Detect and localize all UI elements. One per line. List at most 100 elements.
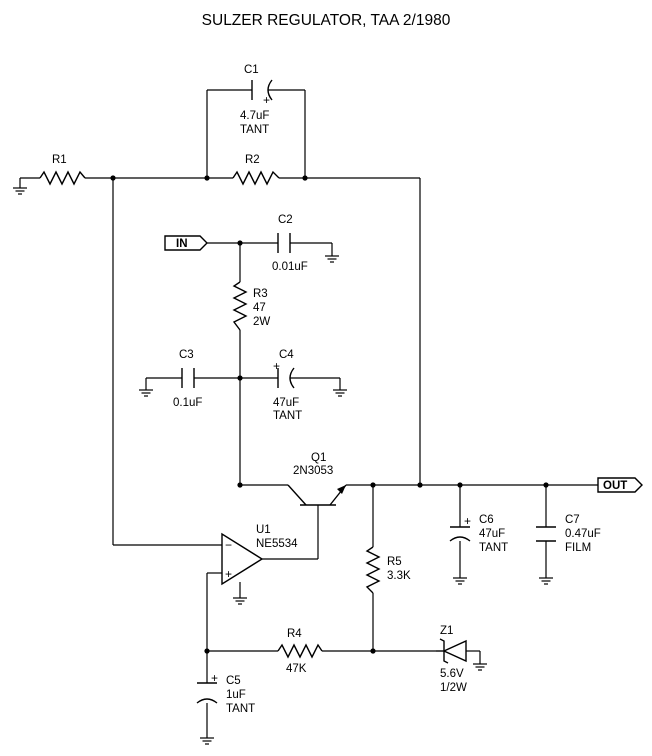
junction-dot	[204, 648, 210, 654]
capacitor-c3: C3 0.1uF	[173, 349, 202, 409]
capacitor-c1: + C1 4.7uF TANT	[240, 64, 273, 136]
junction-dot	[237, 240, 243, 246]
ground-symbols	[13, 187, 553, 745]
ground-icon	[333, 389, 347, 397]
ground-icon	[13, 187, 27, 195]
c1-ref-label: C1	[244, 64, 259, 76]
c7-value-label: 0.47uF	[565, 528, 601, 540]
z1-value-label: 5.6V	[440, 668, 464, 680]
wires	[19, 89, 598, 738]
junction-dot	[370, 648, 376, 654]
junction-dot	[457, 482, 463, 488]
r4-ref-label: R4	[287, 628, 302, 640]
ground-icon	[453, 577, 467, 585]
output-port-label: OUT	[603, 480, 627, 492]
c3-ref-label: C3	[179, 349, 194, 361]
u1-noninverting-sign: +	[225, 567, 232, 581]
c2-value-label: 0.01uF	[272, 261, 308, 273]
input-port: IN	[164, 235, 208, 251]
c4-value-label: 47uF	[273, 397, 299, 409]
u1-ref-label: U1	[256, 524, 271, 536]
resistor-zigzag-icon	[39, 170, 86, 186]
r3-ref-label: R3	[253, 288, 268, 300]
r3-value-label: 47	[253, 302, 266, 314]
junction-dot	[237, 482, 243, 488]
c1-value-label: 4.7uF	[240, 110, 269, 122]
c6-value-label: 47uF	[479, 528, 505, 540]
resistor-r2: R2	[232, 154, 280, 186]
resistor-zigzag-icon	[232, 281, 248, 331]
diagram-title: SULZER REGULATOR, TAA 2/1980	[202, 12, 451, 29]
capacitor-curved-plate	[289, 367, 295, 389]
z1-note-label: 1/2W	[440, 682, 467, 694]
c2-ref-label: C2	[278, 214, 293, 226]
c5-ref-label: C5	[226, 675, 241, 687]
output-port-flag-icon	[597, 477, 643, 493]
resistor-zigzag-icon	[365, 546, 381, 594]
c7-ref-label: C7	[565, 514, 580, 526]
c6-plus-sign: +	[464, 514, 471, 528]
r5-value-label: 3.3K	[387, 570, 411, 582]
zener-z1: Z1 5.6V 1/2W	[436, 625, 467, 694]
q1-ref-label: Q1	[311, 452, 326, 464]
r1-ref-label: R1	[52, 154, 67, 166]
c6-ref-label: C6	[479, 514, 494, 526]
c3-value-label: 0.1uF	[173, 397, 202, 409]
z1-ref-label: Z1	[440, 625, 453, 637]
ground-icon	[539, 577, 553, 585]
capacitor-c5: + C5 1uF TANT	[196, 671, 255, 715]
resistor-r1: R1	[39, 154, 86, 186]
c4-ref-label: C4	[279, 349, 294, 361]
capacitor-curved-plate	[196, 698, 218, 704]
junction-dot	[370, 482, 376, 488]
capacitor-c4: + C4 47uF TANT	[273, 349, 302, 422]
opamp-triangle-icon	[221, 532, 264, 586]
ground-icon	[200, 737, 214, 745]
q1-collector-lead	[287, 484, 307, 506]
resistor-r3: R3 47 2W	[232, 281, 270, 331]
capacitor-c7: C7 0.47uF FILM	[536, 514, 601, 554]
c7-note-label: FILM	[565, 542, 591, 554]
capacitor-c6: + C6 47uF TANT	[449, 514, 508, 554]
input-port-label: IN	[176, 238, 188, 250]
resistor-zigzag-icon	[277, 643, 323, 659]
junction-dot	[417, 482, 423, 488]
c4-note-label: TANT	[273, 410, 302, 422]
r4-value-label: 47K	[286, 663, 307, 675]
junction-dot	[204, 175, 210, 181]
r5-ref-label: R5	[387, 556, 402, 568]
ground-icon	[139, 389, 153, 397]
u1-inverting-sign: −	[225, 538, 232, 552]
r2-ref-label: R2	[245, 154, 260, 166]
junction-dot	[237, 375, 243, 381]
c1-note-label: TANT	[240, 124, 269, 136]
q1-emitter-arrow-icon	[337, 485, 346, 494]
input-port-flag-icon	[164, 235, 208, 251]
q1-value-label: 2N3053	[293, 465, 333, 477]
c5-value-label: 1uF	[226, 689, 246, 701]
capacitor-c2: C2 0.01uF	[272, 214, 308, 273]
r3-note-label: 2W	[253, 316, 270, 328]
transistor-q1: Q1 2N3053	[287, 452, 347, 506]
opamp-u1: − + U1 NE5534	[221, 524, 298, 586]
junction-dot	[302, 175, 308, 181]
c6-note-label: TANT	[479, 542, 508, 554]
c5-plus-sign: +	[211, 671, 218, 685]
ground-icon	[473, 663, 487, 671]
c5-note-label: TANT	[226, 703, 255, 715]
c4-plus-sign: +	[273, 359, 280, 373]
u1-value-label: NE5534	[256, 538, 298, 550]
capacitor-curved-plate	[449, 536, 471, 542]
zener-diode-icon	[442, 639, 467, 663]
junction-dot	[110, 175, 116, 181]
resistor-r4: R4 47K	[277, 628, 323, 675]
resistor-r5: R5 3.3K	[365, 546, 411, 594]
c1-plus-sign: +	[263, 93, 270, 107]
junction-dot	[543, 482, 549, 488]
capacitor-curved-plate	[267, 79, 273, 101]
resistor-zigzag-icon	[232, 170, 280, 186]
ground-icon	[325, 255, 339, 263]
junctions	[110, 175, 549, 654]
ground-icon	[233, 597, 247, 605]
